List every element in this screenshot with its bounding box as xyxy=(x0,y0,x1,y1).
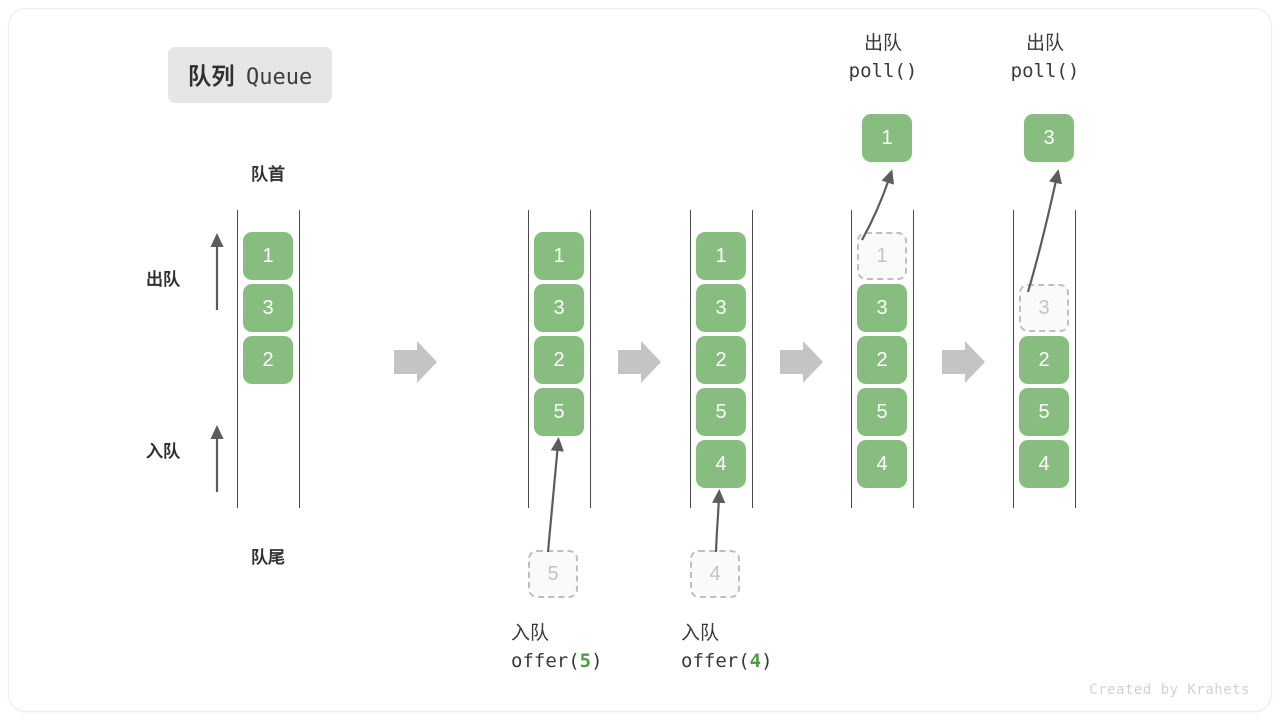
queue-element-filled: 2 xyxy=(857,336,907,384)
op-poll-1-code: poll() xyxy=(848,59,918,82)
op-label-poll-2: 出队 poll() xyxy=(990,30,1100,85)
outgoing-element: 3 xyxy=(1024,114,1074,162)
queue-element-filled: 5 xyxy=(1019,388,1069,436)
queue-head-label: 队首 xyxy=(251,165,285,184)
queue-element-ghost: 3 xyxy=(1019,284,1069,332)
queue-rail-left xyxy=(1013,210,1014,508)
op-offer-5-code: offer(5) xyxy=(495,648,645,676)
queue-element-filled: 2 xyxy=(1019,336,1069,384)
queue-element-filled: 2 xyxy=(243,336,293,384)
queue-rail-right xyxy=(913,210,914,508)
op-offer-4-cn: 入队 xyxy=(681,623,720,644)
op-offer-4-code: offer(4) xyxy=(665,648,815,676)
queue-rail-left xyxy=(851,210,852,508)
queue-element-filled: 2 xyxy=(696,336,746,384)
queue-element-filled: 3 xyxy=(857,284,907,332)
op-offer-5-arg: 5 xyxy=(579,649,592,672)
outgoing-element: 1 xyxy=(862,114,912,162)
queue-element-filled: 1 xyxy=(534,232,584,280)
queue-rail-left xyxy=(690,210,691,508)
op-poll-2-cn: 出队 xyxy=(1025,33,1064,54)
enqueue-direction-label: 入队 xyxy=(146,442,180,461)
queue-element-filled: 4 xyxy=(857,440,907,488)
queue-rail-right xyxy=(299,210,300,508)
queue-rail-right xyxy=(1075,210,1076,508)
dequeue-direction-label: 出队 xyxy=(146,270,180,289)
op-poll-1-cn: 出队 xyxy=(863,33,902,54)
op-offer-4-fn: offer( xyxy=(681,649,750,672)
queue-element-filled: 1 xyxy=(696,232,746,280)
incoming-element: 4 xyxy=(690,550,740,598)
queue-element-filled: 4 xyxy=(696,440,746,488)
queue-element-filled: 4 xyxy=(1019,440,1069,488)
queue-element-filled: 3 xyxy=(243,284,293,332)
diagram-title-badge: 队列 Queue xyxy=(168,47,333,103)
op-label-offer-4: 入队 offer(4) xyxy=(665,620,815,675)
queue-rail-left xyxy=(528,210,529,508)
queue-rail-right xyxy=(752,210,753,508)
queue-element-filled: 5 xyxy=(534,388,584,436)
op-label-poll-1: 出队 poll() xyxy=(828,30,938,85)
queue-rail-left xyxy=(237,210,238,508)
op-offer-5-cn: 入队 xyxy=(511,623,550,644)
queue-element-filled: 3 xyxy=(696,284,746,332)
op-offer-5-fn: offer( xyxy=(511,649,580,672)
watermark: Created by Krahets xyxy=(1089,682,1250,698)
queue-tail-label: 队尾 xyxy=(251,548,285,567)
incoming-element: 5 xyxy=(528,550,578,598)
queue-element-ghost: 1 xyxy=(857,232,907,280)
op-offer-5-close: ) xyxy=(591,649,603,672)
title-chinese: 队列 xyxy=(188,63,235,89)
queue-element-filled: 5 xyxy=(696,388,746,436)
queue-element-filled: 1 xyxy=(243,232,293,280)
queue-element-filled: 3 xyxy=(534,284,584,332)
op-offer-4-close: ) xyxy=(761,649,773,672)
title-english: Queue xyxy=(246,65,313,90)
queue-element-filled: 2 xyxy=(534,336,584,384)
queue-rail-right xyxy=(590,210,591,508)
op-poll-2-code: poll() xyxy=(1010,59,1080,82)
op-offer-4-arg: 4 xyxy=(749,649,762,672)
diagram-card xyxy=(8,8,1272,712)
queue-element-filled: 5 xyxy=(857,388,907,436)
op-label-offer-5: 入队 offer(5) xyxy=(495,620,645,675)
